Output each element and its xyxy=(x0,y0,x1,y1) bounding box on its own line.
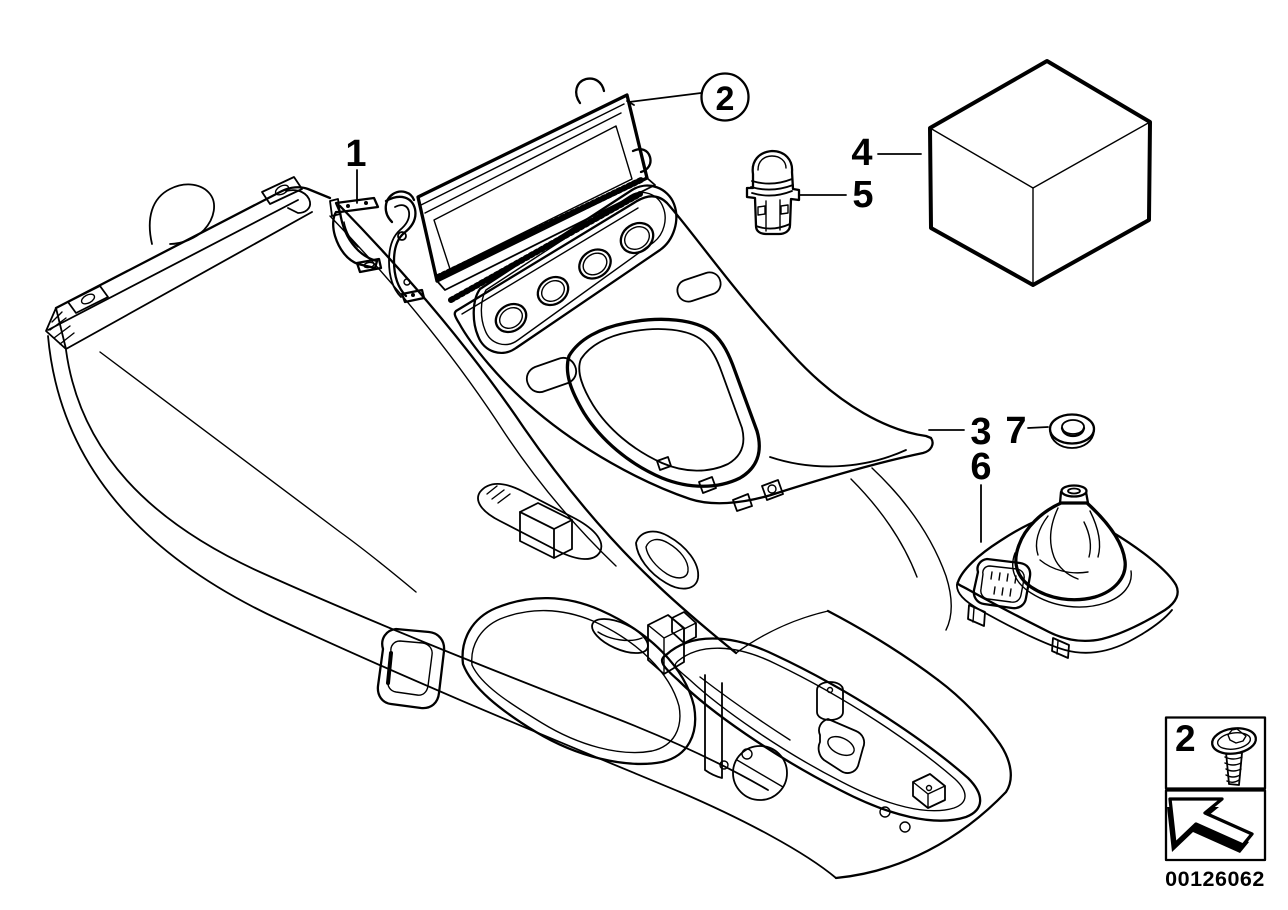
packaged-part-box-drawing xyxy=(928,59,1152,287)
callout-4-label: 4 xyxy=(851,132,872,174)
legend-screw-label: 2 xyxy=(1175,718,1196,759)
callout-6-label: 6 xyxy=(970,446,991,488)
callout-3-label: 3 xyxy=(970,411,991,453)
callout-1: 1 xyxy=(345,133,367,204)
direction-arrow-icon xyxy=(1167,797,1254,853)
lighter-socket-drawing xyxy=(745,149,801,236)
torx-screw-icon xyxy=(1210,727,1258,786)
callout-5: 5 xyxy=(798,174,874,216)
callout-7-leader xyxy=(1027,426,1049,429)
callout-2: 2 xyxy=(628,72,750,122)
shift-boot-drawing xyxy=(956,484,1179,659)
callout-7-label: 7 xyxy=(1005,410,1026,452)
legend-arrow-box xyxy=(1164,789,1267,862)
callout-3: 3 xyxy=(928,411,992,453)
callout-2-label: 2 xyxy=(716,80,735,118)
callout-2-circle xyxy=(700,72,750,122)
display-panel-drawing xyxy=(384,77,656,291)
callout-5-label: 5 xyxy=(852,174,873,216)
console-trim-panel-drawing xyxy=(448,184,934,512)
mounting-bracket-drawing xyxy=(329,195,426,304)
callout-2-leader xyxy=(628,92,702,103)
document-number: 00126062 xyxy=(1165,867,1265,891)
grommet-washer-drawing xyxy=(1048,413,1096,449)
callout-1-label: 1 xyxy=(345,133,366,175)
legend: 2 xyxy=(1164,716,1267,862)
callout-4: 4 xyxy=(851,132,922,174)
legend-screw-box xyxy=(1164,716,1267,790)
callout-7: 7 xyxy=(1005,410,1049,452)
callout-6: 6 xyxy=(970,446,992,543)
